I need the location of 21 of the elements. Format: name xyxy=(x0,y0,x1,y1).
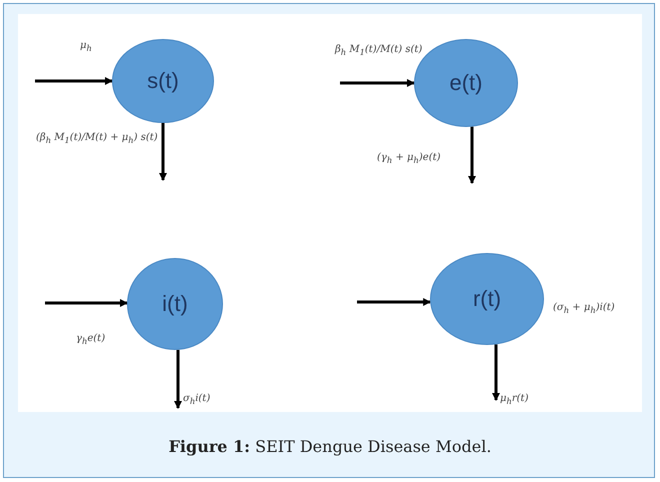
rate-label: μ$_{h}$ xyxy=(80,40,92,53)
rate-label: β$_{h}$ M$_{1}$(t)/M(t) s(t) xyxy=(335,44,422,57)
arrow xyxy=(468,126,476,184)
arrow xyxy=(492,344,500,401)
rate-label: σ$_{h}$i(t) xyxy=(183,393,210,406)
state-label: r(t) xyxy=(472,286,502,312)
rate-label: (β$_{h}$ M$_{1}$(t)/M(t) + μ$_{h}$) s(t) xyxy=(36,132,158,145)
rate-label: γ$_{h}$e(t) xyxy=(76,333,106,346)
arrow xyxy=(45,299,128,307)
rate-label: (γ$_{h}$ + μ$_{h}$)e(t) xyxy=(377,152,441,165)
state-label: s(t) xyxy=(147,68,179,94)
rate-label: (σ$_{h}$ + μ$_{h}$)i(t) xyxy=(553,302,615,315)
rate-label: μ$_{h}$r(t) xyxy=(500,393,528,406)
figure-caption: Figure 1: SEIT Dengue Disease Model. xyxy=(168,437,492,456)
arrow xyxy=(174,350,182,409)
arrow xyxy=(35,77,113,85)
arrow xyxy=(340,79,415,87)
arrow xyxy=(357,298,432,306)
state-label: i(t) xyxy=(162,291,188,317)
arrow xyxy=(159,123,167,181)
state-label: e(t) xyxy=(450,70,482,96)
